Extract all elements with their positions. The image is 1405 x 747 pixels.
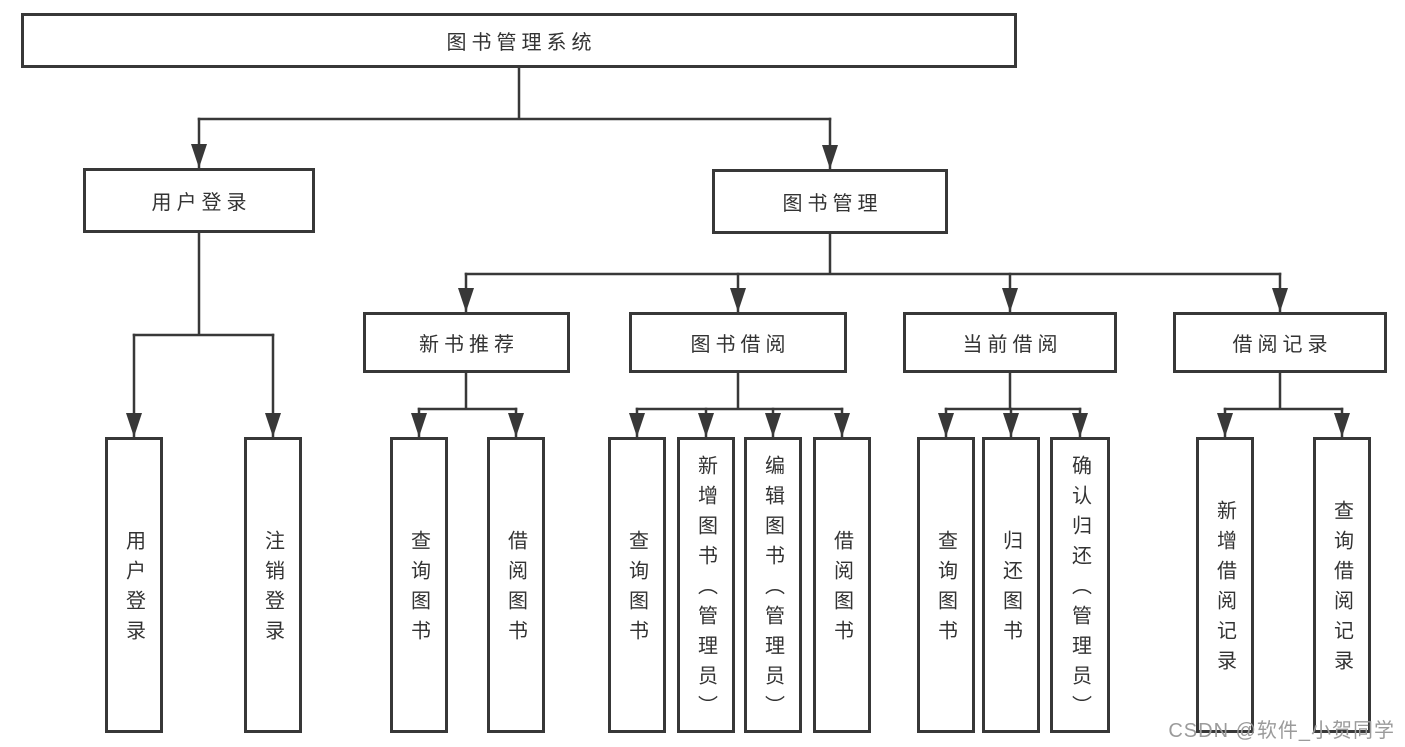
leaf-user-login: 用户登录 xyxy=(105,437,163,733)
node-current-borrow-label: 当前借阅 xyxy=(962,334,1063,356)
leaf-bb-edit-book-admin-label: 编辑图书（管理员） xyxy=(761,455,784,725)
leaf-br-query-record: 查询借阅记录 xyxy=(1313,437,1371,733)
leaf-bb-borrow-book-label: 借阅图书 xyxy=(830,530,853,650)
node-root-label: 图书管理系统 xyxy=(446,32,597,54)
leaf-nbr-borrow-book-label: 借阅图书 xyxy=(504,530,527,650)
leaf-bb-query-book: 查询图书 xyxy=(608,437,666,733)
leaf-bb-add-book-admin-label: 新增图书（管理员） xyxy=(694,455,717,725)
connector-login-rail xyxy=(132,230,275,337)
node-book-management: 图书管理 xyxy=(712,169,948,234)
connector-bb-rail xyxy=(635,371,844,411)
leaf-cb-query-book: 查询图书 xyxy=(917,437,975,733)
node-user-login-branch-label: 用户登录 xyxy=(151,192,252,214)
leaf-logout: 注销登录 xyxy=(244,437,302,733)
node-current-borrow: 当前借阅 xyxy=(903,312,1117,373)
leaf-nbr-borrow-book: 借阅图书 xyxy=(487,437,545,733)
leaf-cb-confirm-return-admin-label: 确认归还（管理员） xyxy=(1068,455,1091,725)
leaf-cb-return-book: 归还图书 xyxy=(982,437,1040,733)
node-borrow-records-label: 借阅记录 xyxy=(1232,334,1333,356)
leaf-br-add-record-label: 新增借阅记录 xyxy=(1213,500,1236,680)
leaf-logout-label: 注销登录 xyxy=(261,530,284,650)
connector-br-rail xyxy=(1223,371,1344,411)
connector-group xyxy=(126,66,1350,439)
leaf-bb-borrow-book: 借阅图书 xyxy=(813,437,871,733)
leaf-nbr-query-book: 查询图书 xyxy=(390,437,448,733)
node-new-book-recommend-label: 新书推荐 xyxy=(419,334,519,356)
leaf-cb-confirm-return-admin: 确认归还（管理员） xyxy=(1050,437,1110,733)
node-user-login-branch: 用户登录 xyxy=(83,168,315,233)
leaf-user-login-label: 用户登录 xyxy=(122,530,145,650)
leaf-br-add-record: 新增借阅记录 xyxy=(1196,437,1254,733)
node-book-borrow: 图书借阅 xyxy=(629,312,847,373)
node-borrow-records: 借阅记录 xyxy=(1173,312,1387,373)
leaf-cb-return-book-label: 归还图书 xyxy=(999,530,1022,650)
connector-nbr-rail xyxy=(417,371,518,411)
leaf-cb-query-book-label: 查询图书 xyxy=(934,530,957,650)
connector-mgmt-rail xyxy=(464,232,1282,276)
node-new-book-recommend: 新书推荐 xyxy=(363,312,570,373)
leaf-bb-edit-book-admin: 编辑图书（管理员） xyxy=(744,437,802,733)
node-book-management-label: 图书管理 xyxy=(782,193,883,215)
leaf-nbr-query-book-label: 查询图书 xyxy=(407,530,430,650)
connector-cb-rail xyxy=(944,371,1082,411)
leaf-br-query-record-label: 查询借阅记录 xyxy=(1330,500,1353,680)
leaf-bb-add-book-admin: 新增图书（管理员） xyxy=(677,437,735,733)
node-root-system: 图书管理系统 xyxy=(21,13,1017,68)
leaf-bb-query-book-label: 查询图书 xyxy=(625,530,648,650)
node-book-borrow-label: 图书借阅 xyxy=(690,334,791,356)
csdn-watermark: CSDN @软件_小贺同学 xyxy=(1168,720,1395,742)
connector-root-rail xyxy=(197,66,832,121)
